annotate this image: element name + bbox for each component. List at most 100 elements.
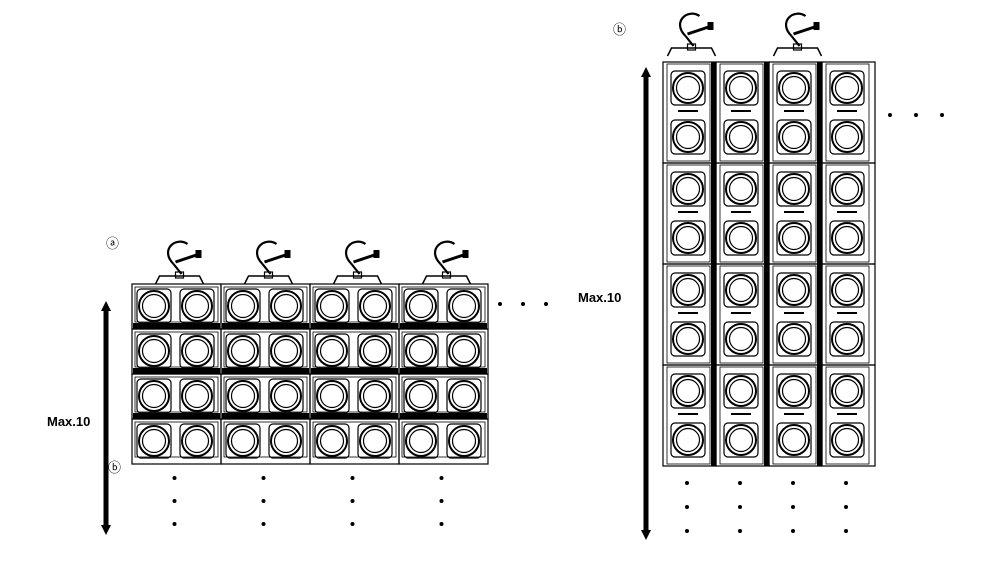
clamp-hook-icon <box>243 240 294 285</box>
speaker-lens <box>723 422 759 458</box>
view-b-hooks <box>666 12 823 57</box>
speaker-lens <box>776 373 812 409</box>
speaker-lens <box>225 333 261 369</box>
fixture-unit <box>131 328 222 375</box>
fixture-unit <box>662 162 717 265</box>
fixture-unit <box>220 328 311 375</box>
rigging-bar <box>311 323 398 329</box>
speaker-lens <box>670 272 706 308</box>
speaker-lens <box>403 333 439 369</box>
rigging-bar <box>133 413 220 419</box>
rigging-bar <box>311 368 398 374</box>
view-b-max-label: Max.10 <box>578 290 621 305</box>
speaker-lens <box>776 272 812 308</box>
rigging-bar <box>817 365 822 466</box>
fixture-unit <box>309 373 400 420</box>
clamp-hook-icon <box>772 12 823 57</box>
speaker-lens <box>723 119 759 155</box>
view-a-fixture-grid <box>131 283 489 465</box>
fixture-unit <box>715 162 770 265</box>
speaker-lens <box>179 378 215 414</box>
clamp-hook-icon <box>666 12 717 57</box>
rigging-bar <box>817 62 822 163</box>
continuation-dot <box>439 476 444 480</box>
speaker-lens <box>268 288 304 324</box>
speaker-lens <box>829 321 865 357</box>
fixture-unit <box>131 373 222 420</box>
fixture-unit <box>662 263 717 366</box>
speaker-lens <box>723 321 759 357</box>
rigging-bar <box>133 368 220 374</box>
fixture-unit <box>821 61 876 164</box>
continuation-dot <box>844 529 848 533</box>
fixture-unit <box>398 373 489 420</box>
continuation-dot <box>791 481 795 485</box>
speaker-lens <box>776 70 812 106</box>
speaker-lens <box>829 119 865 155</box>
speaker-lens <box>723 272 759 308</box>
speaker-lens <box>776 171 812 207</box>
continuation-dot <box>738 481 742 485</box>
rigging-bar <box>817 163 822 264</box>
speaker-lens <box>670 220 706 256</box>
rigging-bar <box>764 62 769 163</box>
rigging-bar <box>400 368 487 374</box>
speaker-lens <box>776 321 812 357</box>
rigging-bar <box>817 264 822 365</box>
continuation-dot <box>844 481 848 485</box>
speaker-lens <box>357 378 393 414</box>
continuation-dot <box>940 113 944 117</box>
fixture-unit <box>220 373 311 420</box>
fixture-unit <box>398 283 489 330</box>
continuation-dot <box>685 505 689 509</box>
speaker-lens <box>723 171 759 207</box>
clamp-hook-icon <box>332 240 383 285</box>
rigging-bar <box>400 413 487 419</box>
rigging-bar <box>222 323 309 329</box>
fixture-unit <box>821 364 876 467</box>
speaker-lens <box>829 272 865 308</box>
speaker-lens <box>357 423 393 459</box>
fixture-unit <box>220 283 311 330</box>
continuation-dot <box>685 481 689 485</box>
speaker-lens <box>225 423 261 459</box>
fixture-unit <box>398 328 489 375</box>
continuation-dot <box>172 522 177 526</box>
continuation-dot <box>261 499 266 503</box>
rigging-bar <box>400 323 487 329</box>
view-b-marker: ⓑ <box>613 23 626 38</box>
rigging-bar <box>311 413 398 419</box>
fixture-unit <box>768 61 823 164</box>
speaker-lens <box>670 321 706 357</box>
clamp-hook-icon <box>421 240 472 285</box>
rigging-bar <box>711 365 716 466</box>
speaker-lens <box>225 378 261 414</box>
continuation-dot <box>738 505 742 509</box>
rigging-bar <box>133 323 220 329</box>
rigging-bar <box>711 264 716 365</box>
speaker-lens <box>446 423 482 459</box>
speaker-lens <box>314 378 350 414</box>
continuation-dot <box>350 522 355 526</box>
rigging-bar <box>764 365 769 466</box>
fixture-unit <box>768 263 823 366</box>
speaker-lens <box>723 70 759 106</box>
fixture-unit <box>309 283 400 330</box>
continuation-dot <box>685 529 689 533</box>
continuation-dot <box>544 302 548 306</box>
continuation-dot <box>498 302 502 306</box>
continuation-dot <box>738 529 742 533</box>
speaker-lens <box>314 288 350 324</box>
continuation-dot <box>521 302 525 306</box>
fixture-unit <box>131 283 222 330</box>
continuation-dot <box>439 522 444 526</box>
speaker-lens <box>225 288 261 324</box>
rigging-bar <box>711 62 716 163</box>
view-a-bottom-marker: ⓑ <box>108 461 121 476</box>
speaker-lens <box>314 333 350 369</box>
speaker-lens <box>314 423 350 459</box>
speaker-lens <box>446 333 482 369</box>
continuation-dot <box>172 499 177 503</box>
clamp-hook-icon <box>154 240 205 285</box>
